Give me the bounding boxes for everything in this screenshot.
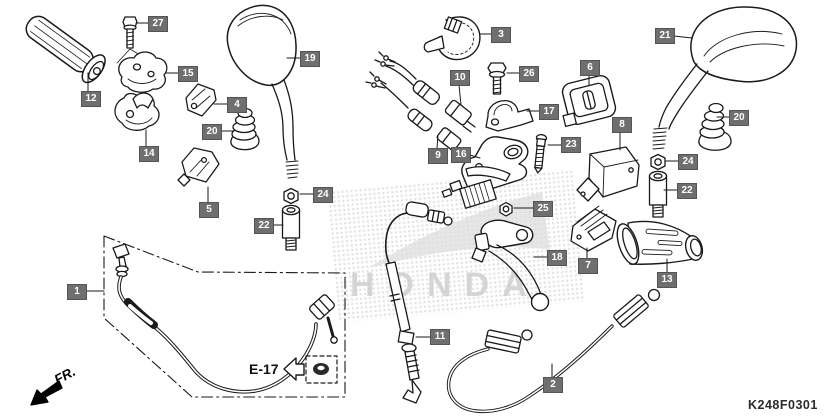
part-20-boot-right-drawing	[698, 102, 732, 151]
callout-6[interactable]: 6	[580, 60, 600, 76]
callout-26[interactable]: 26	[519, 66, 539, 82]
part-24-nut-right-drawing	[650, 153, 666, 171]
section-boundary	[103, 235, 346, 398]
part-10-harness-drawing	[374, 51, 476, 133]
callout-17[interactable]: 17	[539, 104, 559, 120]
callout-15[interactable]: 15	[178, 66, 198, 82]
callout-11[interactable]: 11	[430, 329, 450, 345]
callout-16[interactable]: 16	[451, 147, 471, 163]
part-1-cable-drawing	[112, 243, 338, 394]
callout-7[interactable]: 7	[578, 258, 598, 274]
callout-2[interactable]: 2	[543, 377, 563, 393]
callout-24[interactable]: 24	[313, 187, 333, 203]
part-4-holder-drawing	[185, 83, 217, 117]
part-24-nut-left-drawing	[283, 187, 299, 205]
part-26-bolt-drawing	[487, 62, 507, 95]
callout-21[interactable]: 21	[655, 28, 675, 44]
part-20-boot-left-drawing	[230, 107, 260, 151]
callout-18[interactable]: 18	[547, 250, 567, 266]
callout-27[interactable]: 27	[148, 16, 168, 32]
part-5-switch-drawing	[177, 147, 220, 187]
callout-1[interactable]: 1	[67, 284, 87, 300]
part-19-mirror-drawing	[226, 4, 299, 179]
callout-20[interactable]: 20	[202, 124, 222, 140]
part-code: K248F0301	[748, 398, 818, 412]
part-6-switch-drawing	[561, 75, 617, 128]
leader-lines	[85, 22, 730, 378]
part-16-bracket-drawing	[441, 136, 529, 209]
callout-10[interactable]: 10	[450, 70, 470, 86]
part-22-bolt-right-drawing	[648, 170, 668, 218]
part-18-lever-drawing	[471, 219, 550, 312]
part-9-harness-drawing	[365, 71, 466, 154]
callout-4[interactable]: 4	[227, 97, 247, 113]
part-21-mirror-drawing	[652, 6, 798, 150]
callout-12[interactable]: 12	[81, 91, 101, 107]
callout-22[interactable]: 22	[254, 218, 274, 234]
callout-8[interactable]: 8	[612, 117, 632, 133]
callout-9[interactable]: 9	[428, 148, 448, 164]
part-14-holder-drawing	[114, 92, 160, 131]
honda-watermark-text: HONDA	[350, 266, 540, 304]
e17-reference-graphic	[283, 355, 338, 384]
callout-14[interactable]: 14	[139, 146, 159, 162]
part-3-band-drawing	[423, 16, 481, 61]
section-ref-label: E-17	[249, 361, 279, 377]
callout-19[interactable]: 19	[300, 51, 320, 67]
part-11-cable-drawing	[384, 201, 453, 404]
fr-arrow-icon	[30, 380, 63, 406]
callout-23[interactable]: 23	[561, 137, 581, 153]
part-13-grip-drawing	[616, 220, 704, 265]
part-25-nut-drawing	[499, 201, 513, 217]
part-15-holder-drawing	[118, 51, 168, 93]
callout-22[interactable]: 22	[677, 183, 697, 199]
part-22-bolt-left-drawing	[281, 204, 301, 251]
part-8-switch-drawing	[576, 146, 640, 202]
part-2-cable-drawing	[446, 288, 661, 414]
callout-20[interactable]: 20	[729, 110, 749, 126]
part-23-screw-drawing	[534, 134, 548, 174]
part-17-clamp-drawing	[485, 100, 534, 132]
part-7-switch-drawing	[570, 205, 617, 252]
callout-24[interactable]: 24	[678, 154, 698, 170]
callout-3[interactable]: 3	[491, 27, 511, 43]
callout-25[interactable]: 25	[533, 201, 553, 217]
callout-13[interactable]: 13	[657, 272, 677, 288]
part-12-grip-drawing	[25, 15, 106, 84]
callout-5[interactable]: 5	[199, 202, 219, 218]
